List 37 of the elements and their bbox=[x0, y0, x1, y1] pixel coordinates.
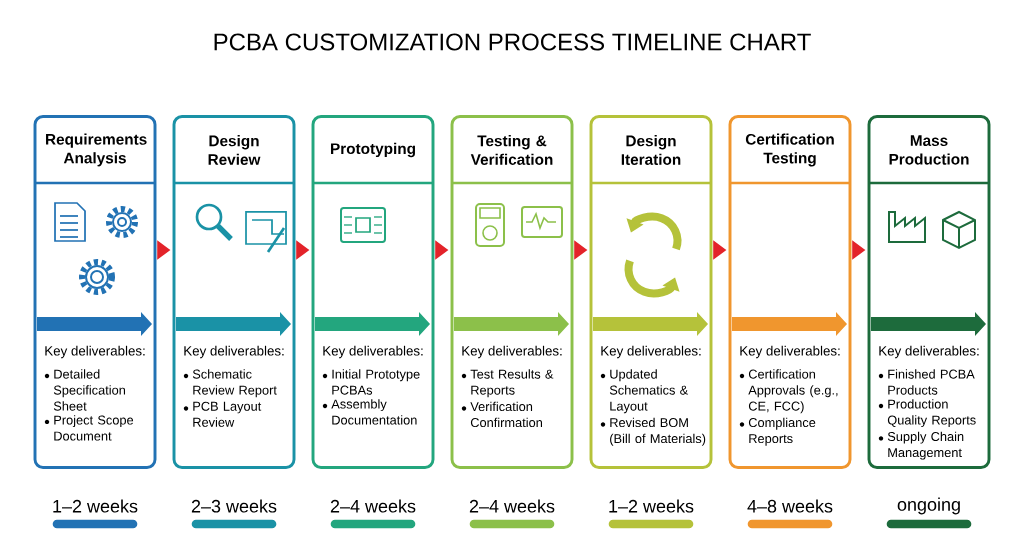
bullet-item: Project Scope Document bbox=[44, 415, 134, 441]
deliverables-heading: Key deliverables: bbox=[462, 345, 562, 359]
stage-heading: Prototyping bbox=[331, 142, 415, 158]
deliverables-heading: Key deliverables: bbox=[601, 345, 701, 359]
duration-label: 2–3 weeks bbox=[191, 499, 277, 513]
title: PCBA CUSTOMIZATION PROCESS TIMELINE CHART bbox=[214, 33, 811, 51]
bullet-item: Assembly Documentation bbox=[322, 399, 417, 425]
stage-heading: Certification Testing bbox=[745, 133, 834, 167]
bullet-item: Test Results & Reports bbox=[461, 369, 554, 398]
duration-label: 2–4 weeks bbox=[330, 499, 416, 513]
bullet-item: Certification Approvals (e.g., CE, FCC) bbox=[739, 369, 838, 414]
stage-heading: Design Review bbox=[208, 135, 261, 165]
bullet-item: Finished PCBA Products bbox=[878, 369, 975, 395]
duration-label: ongoing bbox=[897, 497, 960, 515]
bullet-item: Detailed Specification Sheet bbox=[44, 369, 125, 411]
stage-heading: Mass Production bbox=[889, 135, 969, 165]
bullet-item: PCB Layout Review bbox=[183, 401, 262, 427]
duration-label: 1–2 weeks bbox=[609, 499, 694, 513]
bullet-item: Verification Confirmation bbox=[461, 401, 542, 428]
bullet-item: Initial Prototype PCBAs bbox=[322, 369, 420, 395]
bullet-item: Revised BOM (Bill of Materials) bbox=[600, 417, 706, 446]
bullet-item: Production Quality Reports bbox=[878, 399, 976, 428]
duration-label: 2–4 weeks bbox=[469, 499, 555, 513]
deliverables-heading: Key deliverables: bbox=[879, 345, 979, 359]
deliverables-heading: Key deliverables: bbox=[740, 345, 840, 359]
stage-heading: Testing & Verification bbox=[470, 135, 553, 165]
stage-heading: Design Iteration bbox=[621, 135, 681, 165]
deliverables-heading: Key deliverables: bbox=[323, 345, 423, 359]
duration-label: 1–2 weeks bbox=[53, 499, 138, 513]
duration-label: 4–8 weeks bbox=[747, 499, 833, 513]
bullet-item: Compliance Reports bbox=[739, 417, 816, 446]
deliverables-heading: Key deliverables: bbox=[45, 345, 145, 359]
bullet-item: Supply Chain Management bbox=[878, 431, 964, 460]
stage-heading: Requirements Analysis bbox=[46, 133, 147, 167]
bullet-item: Schematic Review Report bbox=[183, 369, 277, 398]
deliverables-heading: Key deliverables: bbox=[184, 345, 284, 359]
bullet-item: Updated Schematics & Layout bbox=[600, 369, 689, 414]
